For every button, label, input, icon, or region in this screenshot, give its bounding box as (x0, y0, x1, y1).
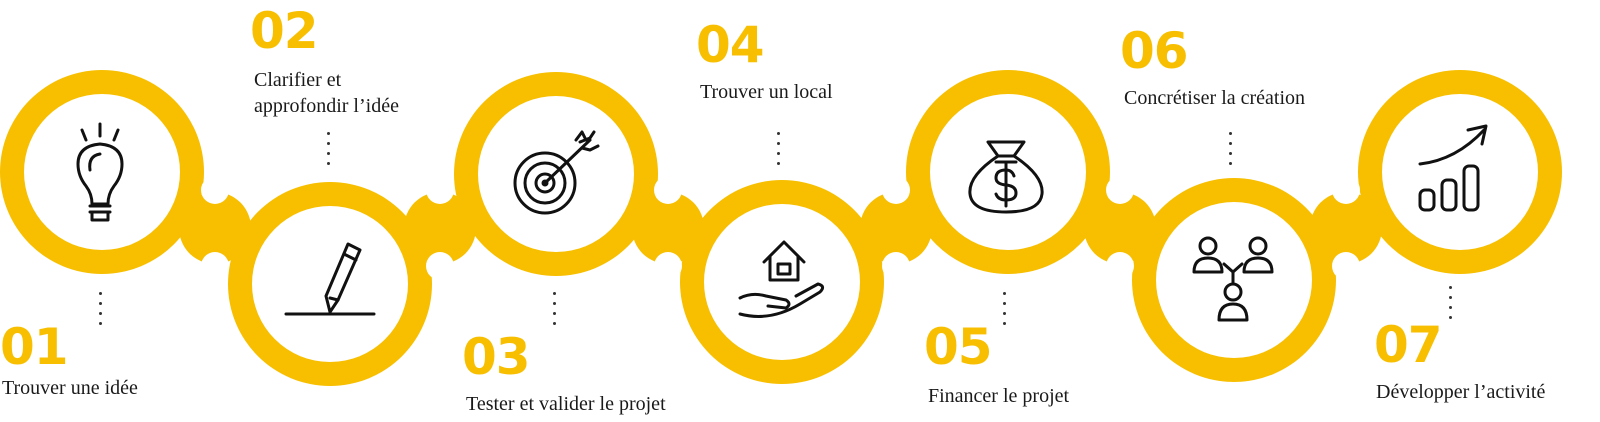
ring-05-inner (930, 94, 1086, 250)
step-label-04: Trouver un local (700, 81, 833, 103)
step-label-03: Tester et valider le projet (466, 393, 666, 415)
lightbulb-icon (76, 122, 124, 222)
connector-link (179, 192, 251, 264)
step-number-03: 03 (462, 328, 531, 386)
dots-05 (1003, 292, 1007, 326)
ring-04-inner (704, 204, 860, 360)
step-number-04: 04 (696, 16, 765, 74)
link-notch (426, 252, 454, 280)
step-label-06: Concrétiser la création (1124, 87, 1306, 109)
dots-01 (99, 292, 103, 326)
ring-01-inner (24, 94, 180, 250)
money-bag-icon (968, 140, 1044, 214)
step-number-02: 02 (250, 2, 319, 60)
link-notch (426, 176, 454, 204)
link-notch (882, 252, 910, 280)
link-notch (654, 252, 682, 280)
link-notch (1332, 252, 1360, 280)
dots-03 (553, 292, 557, 326)
step-number-05: 05 (924, 318, 993, 376)
step-number-07: 07 (1374, 316, 1443, 374)
house-in-hand-icon (738, 240, 825, 318)
pencil-icon (284, 242, 376, 316)
link-notch (201, 176, 229, 204)
step-label-02-line-2: approfondir l’idée (254, 95, 399, 117)
step-label-01: Trouver une idée (2, 377, 138, 399)
dots-06 (1229, 132, 1233, 166)
link-notch (1106, 252, 1134, 280)
dots-02 (327, 132, 331, 166)
step-label-05: Financer le projet (928, 385, 1070, 407)
step-number-06: 06 (1120, 22, 1189, 80)
link-notch (1106, 176, 1134, 204)
target-icon (513, 130, 600, 215)
step-number-01: 01 (0, 318, 69, 376)
link-notch (882, 176, 910, 204)
link-notch (1332, 176, 1360, 204)
step-label-07: Développer l’activité (1376, 381, 1546, 403)
network-people-icon (1192, 236, 1274, 322)
step-label-02-line-1: Clarifier et (254, 69, 342, 91)
dots-04 (777, 132, 781, 166)
growth-chart-icon (1418, 124, 1488, 212)
link-notch (654, 176, 682, 204)
dots-07 (1449, 286, 1453, 320)
ring-07-inner (1382, 94, 1538, 250)
link-notch (201, 252, 229, 280)
